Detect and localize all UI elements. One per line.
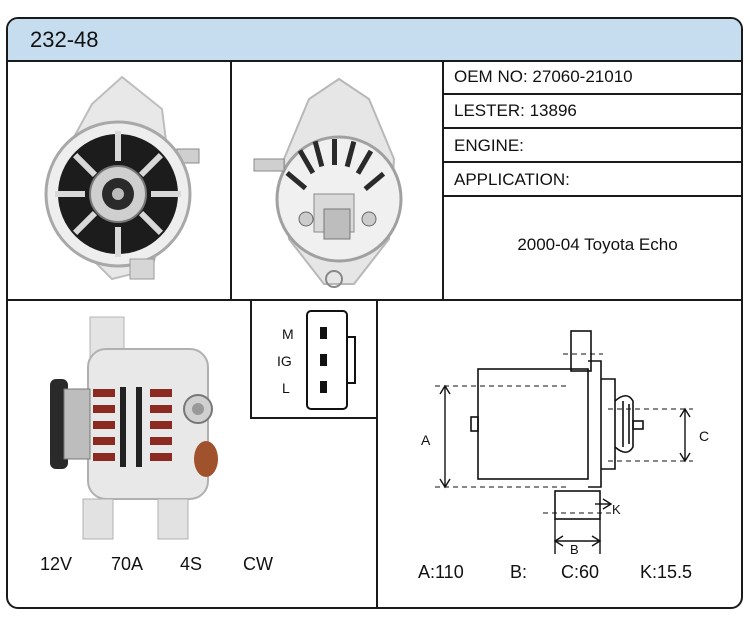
voltage-value: 12V bbox=[40, 554, 73, 574]
divider-top-left bbox=[230, 60, 232, 299]
spec-engine: ENGINE: bbox=[454, 136, 741, 156]
application-value: 2000-04 Toyota Echo bbox=[517, 235, 678, 254]
dimension-diagram: A C K B bbox=[421, 330, 709, 554]
divider-middle bbox=[8, 299, 741, 301]
spec-application: APPLICATION: bbox=[454, 170, 741, 190]
spec-row-line-1 bbox=[442, 93, 741, 95]
engine-label: ENGINE: bbox=[454, 136, 524, 155]
connector-diagram: M IG L bbox=[277, 310, 356, 410]
part-number-title: 232-48 bbox=[30, 27, 99, 52]
product-card: 232-48 bbox=[6, 17, 743, 609]
dimension-label-c: C bbox=[699, 428, 709, 444]
connector-pin-l: L bbox=[282, 380, 290, 396]
spec-lester: LESTER: 13896 bbox=[454, 101, 741, 121]
alternator-rear-view bbox=[253, 77, 403, 288]
application-label: APPLICATION: bbox=[454, 170, 570, 189]
connector-box: M IG L bbox=[250, 299, 376, 419]
lester-value: 13896 bbox=[529, 101, 577, 120]
header-bar: 232-48 bbox=[8, 19, 741, 62]
alternator-front-view bbox=[44, 75, 200, 281]
spec-row-line-3 bbox=[442, 161, 741, 163]
dimension-k-value: K:15.5 bbox=[640, 562, 693, 582]
divider-top-right bbox=[442, 60, 444, 299]
dimension-label-b: B bbox=[570, 542, 579, 554]
spec-oem: OEM NO: 27060-21010 bbox=[454, 67, 741, 87]
spec-row-line-4 bbox=[442, 195, 741, 197]
groove-value: 4S bbox=[180, 554, 203, 574]
dimension-b-value: B: bbox=[510, 562, 528, 582]
dimension-label-k: K bbox=[612, 502, 621, 517]
dimension-a-value: A:110 bbox=[418, 562, 464, 582]
dimension-label-a: A bbox=[421, 432, 431, 448]
dimension-c-value: C:60 bbox=[561, 562, 600, 582]
connector-pin-m: M bbox=[282, 326, 294, 342]
oem-value: 27060-21010 bbox=[532, 67, 633, 86]
rotation-value: CW bbox=[243, 554, 273, 574]
spec-row-line-2 bbox=[442, 127, 741, 129]
divider-bottom bbox=[376, 299, 378, 607]
amperage-value: 70A bbox=[111, 554, 144, 574]
connector-pin-ig: IG bbox=[277, 353, 292, 369]
alternator-side-view bbox=[50, 316, 218, 540]
lester-label: LESTER: bbox=[454, 101, 525, 120]
oem-label: OEM NO: bbox=[454, 67, 528, 86]
